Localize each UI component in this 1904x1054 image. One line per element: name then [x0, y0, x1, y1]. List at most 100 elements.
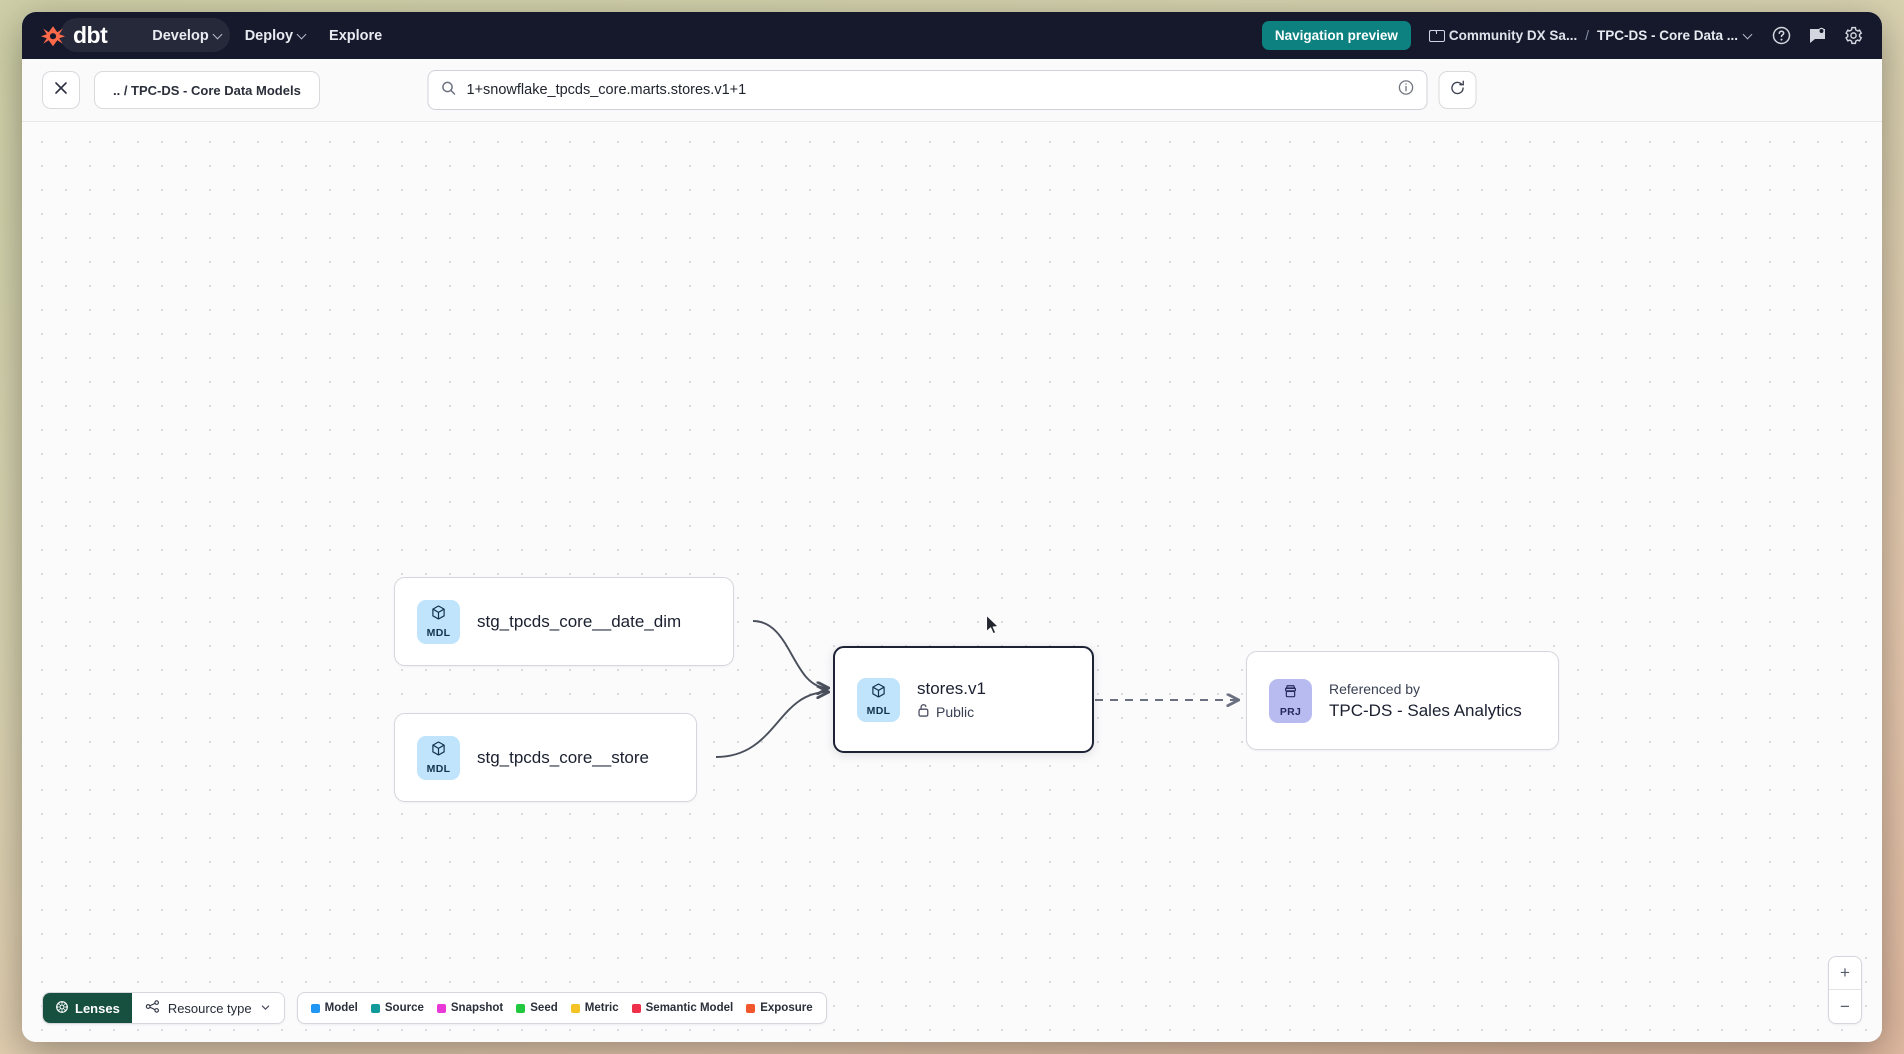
legend-swatch-snapshot — [436, 1003, 446, 1013]
nav-item-explore-label: Explore — [329, 27, 383, 44]
nodes-icon — [145, 999, 160, 1017]
legend-item: Seed — [516, 1002, 558, 1014]
zoom-controls: + − — [1828, 956, 1862, 1024]
resource-type-legend: Model Source Snapshot Seed — [296, 992, 827, 1024]
chevron-down-icon — [298, 31, 307, 40]
legend-swatch-exposure — [746, 1003, 756, 1013]
breadcrumb-separator: / — [1585, 28, 1589, 43]
project-stack-icon — [1282, 683, 1299, 705]
node-access-label: Public — [936, 703, 975, 720]
node-badge-mdl: MDL — [417, 735, 460, 780]
legend-label: Snapshot — [450, 1002, 504, 1014]
legend-label: Semantic Model — [645, 1002, 734, 1014]
graph-node-referenced-project[interactable]: PRJ Referenced by TPC-DS - Sales Analyti… — [1246, 651, 1559, 750]
graph-node-stg-store[interactable]: MDL stg_tpcds_core__store — [394, 713, 697, 802]
breadcrumb-account[interactable]: Community DX Sa... — [1428, 28, 1578, 43]
graph-node-stores-v1[interactable]: MDL stores.v1 Public — [833, 646, 1094, 753]
node-badge-mdl: MDL — [417, 599, 460, 644]
lineage-search-box[interactable] — [427, 70, 1428, 110]
lineage-bottom-bar: Lenses Resource type — [42, 992, 827, 1024]
nav-item-develop-label: Develop — [152, 27, 209, 44]
node-kicker: Referenced by — [1329, 680, 1421, 697]
top-navigation-bar: dbt Develop Deploy Explore Navigation pr… — [22, 12, 1882, 59]
folder-icon — [1428, 29, 1445, 42]
info-icon[interactable] — [1398, 79, 1415, 101]
node-access-row: Public — [917, 703, 986, 721]
lenses-button[interactable]: Lenses — [43, 993, 132, 1023]
breadcrumb-pill[interactable]: .. / TPC-DS - Core Data Models — [94, 71, 320, 109]
legend-item: Source — [370, 1002, 424, 1014]
header-breadcrumb: Community DX Sa... / TPC-DS - Core Data … — [1428, 28, 1753, 43]
legend-swatch-source — [370, 1003, 380, 1013]
unlock-icon — [917, 703, 930, 721]
nav-item-deploy[interactable]: Deploy — [234, 22, 318, 50]
node-title: stores.v1 — [917, 678, 986, 698]
legend-item: Metric — [570, 1002, 619, 1014]
nav-item-deploy-label: Deploy — [244, 27, 294, 44]
search-area — [427, 70, 1477, 110]
chevron-down-icon — [260, 1001, 271, 1016]
gear-icon[interactable] — [1843, 25, 1864, 46]
close-button[interactable] — [42, 71, 80, 109]
legend-label: Source — [384, 1002, 424, 1014]
breadcrumb-project[interactable]: TPC-DS - Core Data ... — [1597, 28, 1753, 43]
node-text-block: stg_tpcds_core__store — [477, 748, 649, 768]
node-title: stg_tpcds_core__date_dim — [477, 611, 682, 631]
legend-item: Model — [310, 1002, 358, 1014]
header-icon-group — [1771, 25, 1864, 46]
legend-item: Semantic Model — [631, 1002, 734, 1014]
legend-item: Exposure — [746, 1002, 813, 1014]
lens-icon — [55, 1000, 69, 1017]
cube-icon — [430, 740, 447, 762]
cube-icon — [430, 604, 447, 626]
legend-label: Model — [324, 1002, 358, 1014]
legend-swatch-model — [310, 1003, 320, 1013]
mouse-cursor — [985, 614, 1001, 641]
node-badge-label: MDL — [426, 763, 451, 775]
chevron-down-icon — [1744, 31, 1753, 40]
resource-type-label: Resource type — [167, 1000, 252, 1016]
zoom-in-button[interactable]: + — [1829, 957, 1861, 990]
lineage-edges — [715, 620, 1882, 758]
search-input[interactable] — [466, 82, 1388, 98]
node-text-block: stg_tpcds_core__date_dim — [477, 612, 681, 632]
dbt-logo-icon — [40, 24, 66, 48]
resource-type-button[interactable]: Resource type — [131, 993, 284, 1023]
app-window: dbt Develop Deploy Explore Navigation pr… — [22, 12, 1882, 1042]
breadcrumb-project-label: TPC-DS - Core Data ... — [1596, 28, 1738, 43]
node-badge-label: PRJ — [1279, 706, 1302, 718]
lineage-canvas[interactable]: MDL stg_tpcds_core__date_dim MDL — [22, 122, 1882, 1042]
node-badge-prj: PRJ — [1269, 678, 1312, 723]
node-badge-label: MDL — [866, 705, 891, 717]
navigation-preview-badge[interactable]: Navigation preview — [1261, 21, 1411, 50]
node-badge-mdl: MDL — [857, 677, 900, 722]
search-icon — [441, 80, 457, 101]
node-text-block: Referenced by TPC-DS - Sales Analytics — [1329, 681, 1522, 721]
zoom-out-button[interactable]: − — [1840, 996, 1850, 1016]
dbt-logo[interactable]: dbt — [40, 22, 108, 49]
graph-node-stg-date-dim[interactable]: MDL stg_tpcds_core__date_dim — [394, 577, 734, 666]
help-icon[interactable] — [1771, 25, 1792, 46]
legend-item: Snapshot — [436, 1002, 504, 1014]
feedback-icon[interactable] — [1807, 25, 1828, 46]
refresh-button[interactable] — [1438, 71, 1477, 109]
legend-label: Seed — [530, 1002, 558, 1014]
dbt-logo-text: dbt — [73, 22, 108, 48]
lineage-toolbar: .. / TPC-DS - Core Data Models — [22, 59, 1882, 122]
legend-swatch-semantic-model — [631, 1003, 641, 1013]
node-title: stg_tpcds_core__store — [477, 747, 649, 767]
node-text-block: stores.v1 Public — [917, 679, 986, 721]
nav-item-explore[interactable]: Explore — [318, 22, 393, 50]
nav-item-develop[interactable]: Develop — [141, 22, 233, 50]
legend-label: Metric — [584, 1002, 619, 1014]
refresh-icon — [1449, 79, 1467, 102]
legend-swatch-seed — [516, 1003, 526, 1013]
node-badge-label: MDL — [426, 627, 451, 639]
legend-swatch-metric — [570, 1003, 580, 1013]
close-icon — [53, 80, 69, 101]
cube-icon — [870, 682, 887, 704]
breadcrumb-account-label: Community DX Sa... — [1448, 28, 1578, 43]
legend-label: Exposure — [760, 1002, 813, 1014]
lenses-label: Lenses — [75, 1000, 120, 1016]
